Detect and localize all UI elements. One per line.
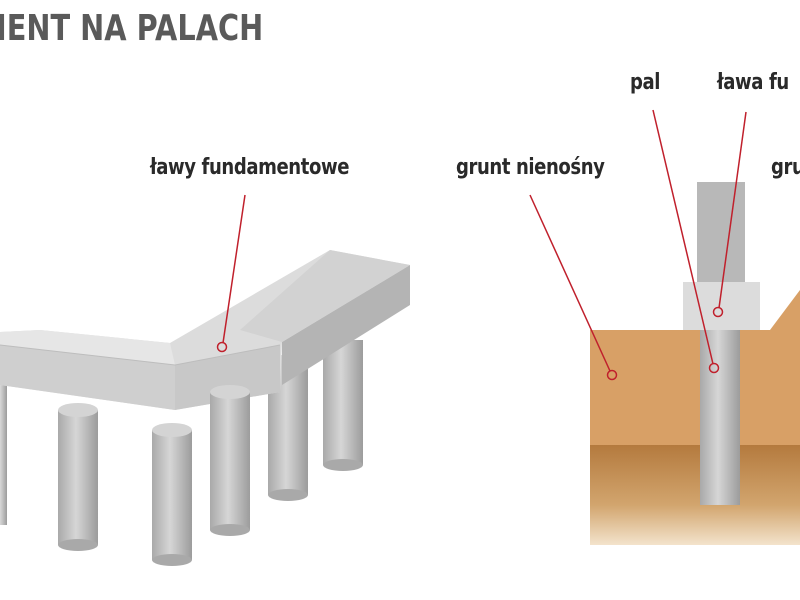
label-pile: pal (630, 70, 661, 95)
footing-column (683, 182, 760, 330)
leader-lines (216, 109, 747, 381)
leader-footing (718, 111, 747, 309)
marker-beams (216, 341, 228, 353)
label-foundation-beams: ławy fundamentowe (150, 155, 350, 180)
leader-weak-soil (529, 194, 611, 372)
pile-front-1 (58, 403, 98, 551)
leader-beams (222, 194, 246, 344)
label-weak-soil: grunt nienośny (456, 155, 605, 180)
leader-pile (652, 109, 714, 365)
foundation-beams (0, 250, 410, 410)
marker-pile (708, 362, 720, 374)
soil-section (590, 290, 800, 545)
pile-back-2 (323, 340, 363, 471)
pile-left-edge (0, 380, 7, 525)
marker-footing (712, 306, 724, 318)
diagram-title: IENT NA PALACH (0, 8, 264, 49)
label-bearing-soil: gru (771, 155, 800, 180)
pile-front-3 (210, 385, 250, 536)
pile-front-2 (152, 423, 192, 566)
marker-weak-soil (606, 369, 618, 381)
pile-section (700, 330, 740, 505)
label-footing: ława fu (717, 70, 789, 95)
